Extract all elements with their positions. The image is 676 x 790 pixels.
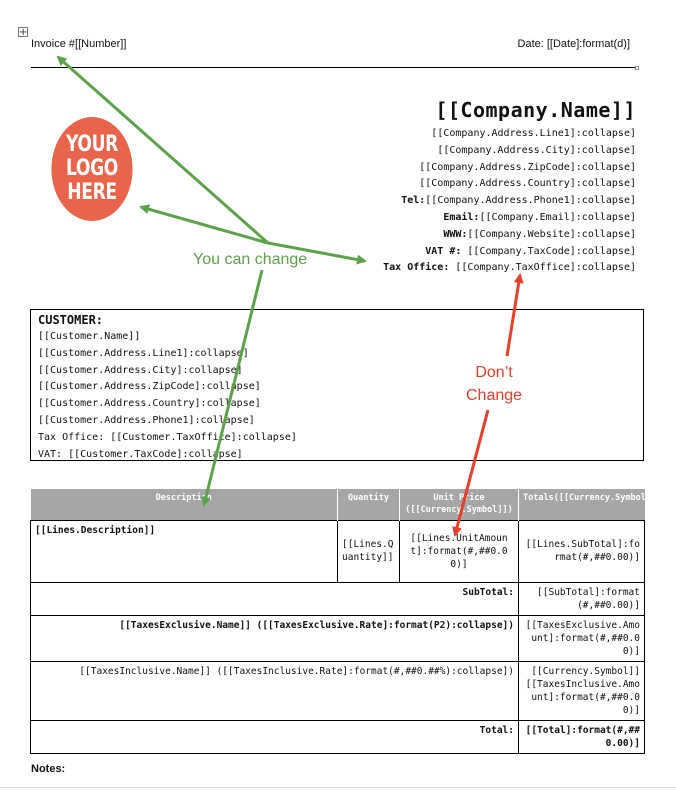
taxes-exclusive-row: [[TaxesExclusive.Name]] ([[TaxesExclusiv… [30,614,645,662]
line-unit-price[interactable]: [[Lines.UnitAmount]:format(#,##0.00)] [399,519,519,583]
customer-title: CUSTOMER: [38,313,104,327]
subtotal-value[interactable]: [[SubTotal]:format(#,##0.00)] [518,581,645,616]
table-move-handle[interactable]: + [18,27,28,38]
customer-line: [[Customer.Address.City]:collapse] [38,364,243,376]
company-line-value: [[Company.TaxOffice]:collapse] [449,262,636,274]
logo-text-line-2: LOGO [65,156,119,181]
table-header-row: Description Quantity Unit Price ([[Curre… [30,489,661,520]
header-divider [31,67,637,68]
annotation-dont-line2: Change [466,387,523,404]
company-line: Tel:[[Company.Address.Phone1]:collapse] [383,193,636,210]
annotation-dont-line1: Don’t [475,364,513,381]
header-quantity: Quantity [337,489,400,520]
customer-line: [[Customer.Address.Line1]:collapse] [38,347,249,359]
customer-line: [[Customer.Name]] [38,331,141,342]
company-name: [[Company.Name]] [435,98,636,122]
customer-line: [[Customer.Address.Country]:collapse] [38,398,261,410]
taxes-exclusive-label: [[TaxesExclusive.Name]] ([[TaxesExclusiv… [30,614,519,662]
company-line-value: [[Company.Address.Line1]:collapse] [431,128,636,139]
customer-line: Tax Office: [[Customer.TaxOffice]:collap… [38,431,297,443]
company-line-label: WWW: [443,228,468,240]
line-quantity[interactable]: [[Lines.Quantity]] [337,519,400,583]
company-info: [[Company.Name]] [[Company.Address.Line1… [383,98,636,277]
customer-line: VAT: [[Customer.TaxCode]:collapse] [38,448,243,460]
table-row: [[Lines.Description]] [[Lines.Quantity]]… [30,519,645,583]
resize-handle[interactable] [635,66,639,70]
taxes-inclusive-label: [[TaxesInclusive.Name]] ([[TaxesInclusiv… [30,660,519,721]
annotation-dont-change: Don’t Change [466,361,522,407]
company-line: VAT #: [[Company.TaxCode]:collapse] [383,244,636,261]
notes-label: Notes: [31,763,66,775]
customer-box: CUSTOMER: [[Customer.Name]] [[Customer.Ad… [30,309,644,461]
invoice-lines-table: Description Quantity Unit Price ([[Curre… [30,489,661,754]
company-line-value: [[Company.Address.City]:collapse] [437,144,636,156]
header-description: Description [30,489,338,520]
company-line-label: Tax Office: [383,262,450,274]
total-label: Total: [30,719,519,754]
company-line-value: [[Company.TaxCode]:collapse] [461,245,636,257]
taxes-exclusive-value[interactable]: [[TaxesExclusive.Amount]:format(#,##0.00… [518,614,645,662]
annotation-you-can-change: You can change [193,251,308,268]
company-line: [[Company.Address.Country]:collapse] [383,176,636,193]
logo-text-line-1: YOUR [66,132,118,157]
company-line-value: [[Company.Website]:collapse] [467,228,636,240]
company-line: Tax Office: [[Company.TaxOffice]:collaps… [383,260,636,277]
total-row: Total: [[Total]:format(#,##0.00)] [30,719,645,754]
arrow-to-logo [139,204,269,245]
company-line-value: [[Company.Address.Phone1]:collapse] [425,195,636,207]
company-line-value: [[Company.Email]:collapse] [479,211,636,223]
company-line-value: [[Company.Address.Country]:collapse] [419,178,636,190]
page-bottom-rule [0,787,676,788]
invoice-number-label: Invoice #[[Number]] [31,38,127,50]
customer-line: [[Customer.Address.Phone1]:collapse] [38,414,255,426]
subtotal-label: SubTotal: [30,581,519,616]
company-line-value: [[Company.Address.ZipCode]:collapse] [419,161,636,173]
customer-line: [[Customer.Address.ZipCode]:collapse] [38,381,261,393]
company-line-label: Email: [443,211,480,223]
line-total[interactable]: [[Lines.SubTotal]:format(#,##0.00)] [518,519,645,583]
header-totals: Totals([[Currency.Symbol]]) [518,489,661,520]
company-line-label: VAT #: [425,245,462,257]
company-line: [[Company.Address.Line1]:collapse] [383,126,636,143]
logo-text-line-3: HERE [67,180,117,205]
company-line: [[Company.Address.ZipCode]:collapse] [383,160,636,177]
subtotal-row: SubTotal: [[SubTotal]:format(#,##0.00)] [30,581,645,616]
company-logo: YOUR LOGO HERE [51,117,133,221]
company-line: Email:[[Company.Email]:collapse] [383,210,636,227]
company-line: [[Company.Address.City]:collapse] [383,143,636,160]
taxes-inclusive-row: [[TaxesInclusive.Name]] ([[TaxesInclusiv… [30,660,645,721]
taxes-inclusive-value[interactable]: [[Currency.Symbol]] [[TaxesInclusive.Amo… [518,660,645,721]
header-unit-price: Unit Price ([[Currency.Symbol]]) [399,489,519,520]
date-label: Date: [[Date]:format(d)] [517,38,630,50]
company-line-label: Tel: [401,195,426,207]
company-line: WWW:[[Company.Website]:collapse] [383,227,636,244]
line-description[interactable]: [[Lines.Description]] [30,519,338,583]
total-value[interactable]: [[Total]:format(#,##0.00)] [518,719,645,754]
